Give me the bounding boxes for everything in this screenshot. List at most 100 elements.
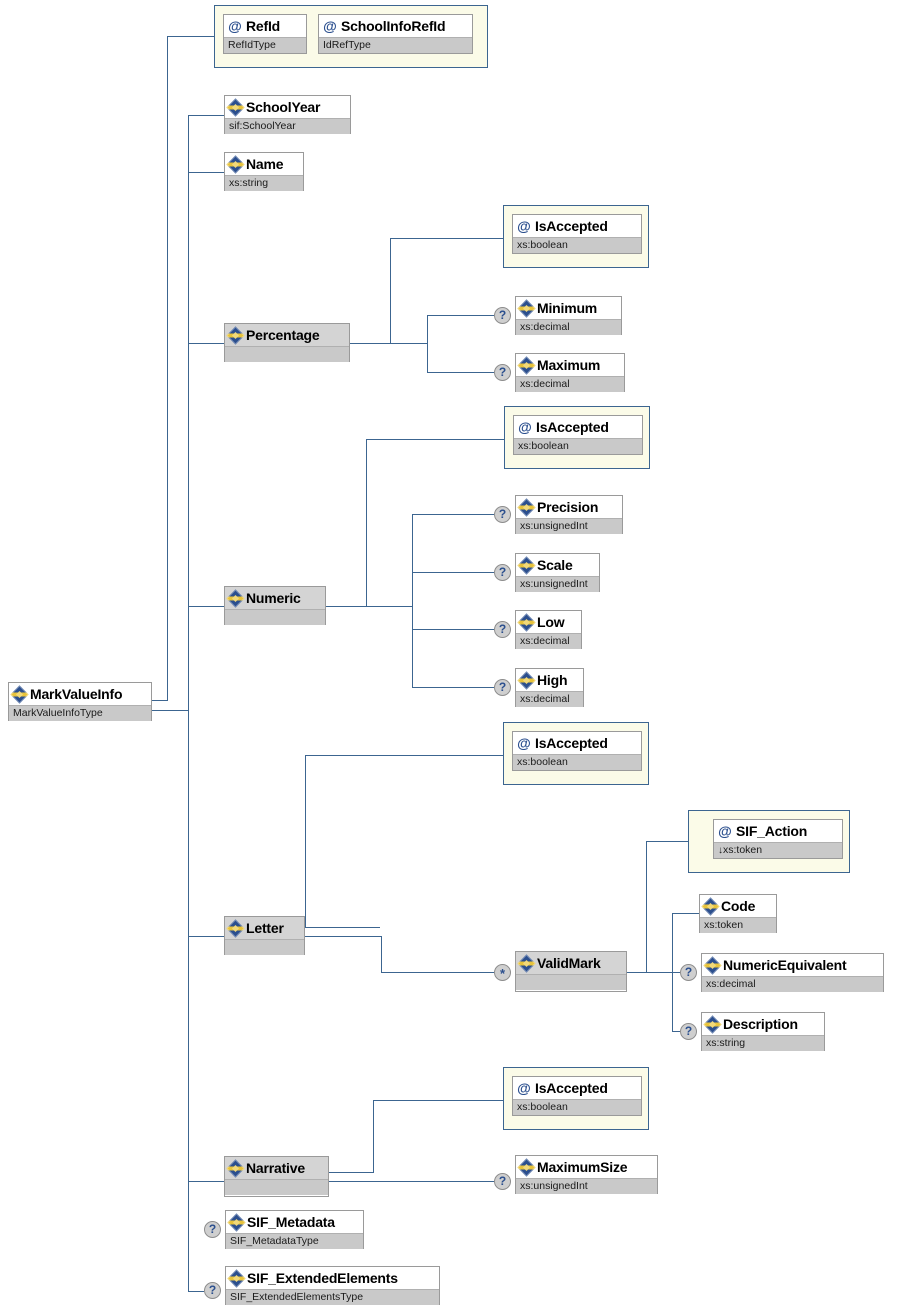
connector-attribute-trunk (167, 36, 168, 701)
node-high-label: High (537, 672, 568, 688)
connector-trunk-name (188, 172, 224, 173)
node-precision[interactable]: Precision xs:unsignedInt (515, 495, 623, 534)
connector-letter-to-validmark-a (305, 936, 381, 937)
node-numeric-isaccepted[interactable]: @ IsAccepted xs:boolean (513, 415, 643, 455)
node-sifmetadata-type: SIF_MetadataType (226, 1233, 363, 1249)
connector-narrative-attr-out (329, 1172, 373, 1173)
node-description[interactable]: Description xs:string (701, 1012, 825, 1051)
occurrence-indicator-high: ? (494, 679, 511, 696)
connector-validmark-description (672, 1031, 680, 1032)
node-numeric-isaccepted-type: xs:boolean (514, 438, 642, 454)
node-numeric-type (225, 609, 325, 625)
element-icon (517, 555, 536, 575)
node-numericequivalent-label: NumericEquivalent (723, 957, 847, 973)
node-precision-type: xs:unsignedInt (516, 518, 622, 534)
element-icon (703, 955, 722, 975)
occurrence-indicator-maximumsize: ? (494, 1173, 511, 1190)
node-validmark[interactable]: ValidMark (515, 951, 627, 992)
element-icon (227, 1212, 246, 1232)
node-maximumsize-label: MaximumSize (537, 1159, 628, 1175)
node-code[interactable]: Code xs:token (699, 894, 777, 933)
node-name-name-row: Name (225, 153, 303, 175)
node-sifextendedelements-type: SIF_ExtendedElementsType (226, 1289, 439, 1305)
node-percentage-isaccepted[interactable]: @ IsAccepted xs:boolean (512, 214, 642, 254)
node-name[interactable]: Name xs:string (224, 152, 304, 191)
node-numeric[interactable]: Numeric (224, 586, 326, 625)
node-high[interactable]: High xs:decimal (515, 668, 584, 707)
connector-root-to-element-trunk (152, 710, 189, 711)
node-schoolyear[interactable]: SchoolYear sif:SchoolYear (224, 95, 351, 134)
connector-percentage-attr-riser (390, 238, 391, 344)
node-refid[interactable]: @ RefId RefIdType (223, 14, 307, 54)
node-letter-isaccepted-label: IsAccepted (535, 735, 608, 751)
node-schoolyear-type: sif:SchoolYear (225, 118, 350, 134)
node-narrative-isaccepted-label: IsAccepted (535, 1080, 608, 1096)
attribute-group-percentage: @ IsAccepted xs:boolean (503, 205, 649, 268)
node-narrative-isaccepted[interactable]: @ IsAccepted xs:boolean (512, 1076, 642, 1116)
node-schoolyear-label: SchoolYear (246, 99, 321, 115)
connector-validmark-out (627, 972, 672, 973)
connector-numeric-precision (412, 514, 494, 515)
connector-narrative-maximumsize (329, 1181, 494, 1182)
connector-letter-to-validmark-b (381, 972, 494, 973)
node-numeric-isaccepted-name-row: @ IsAccepted (514, 416, 642, 438)
node-letter[interactable]: Letter (224, 916, 305, 955)
node-minimum-name-row: Minimum (516, 297, 621, 319)
element-icon (226, 918, 245, 938)
attribute-icon: @ (517, 218, 531, 234)
element-icon (226, 1158, 245, 1178)
node-letter-isaccepted-name-row: @ IsAccepted (513, 732, 641, 754)
connector-validmark-code (672, 913, 699, 914)
node-numeric-isaccepted-label: IsAccepted (536, 419, 609, 435)
attribute-group-validmark: @ SIF_Action ↓xs:token (688, 810, 850, 873)
node-letter-type (225, 939, 304, 955)
node-sifextendedelements[interactable]: SIF_ExtendedElements SIF_ExtendedElement… (225, 1266, 440, 1305)
node-scale[interactable]: Scale xs:unsignedInt (515, 553, 600, 592)
node-sifaction-name-row: @ SIF_Action (714, 820, 842, 842)
node-low[interactable]: Low xs:decimal (515, 610, 582, 649)
node-percentage-isaccepted-type: xs:boolean (513, 237, 641, 253)
node-letter-isaccepted-type: xs:boolean (513, 754, 641, 770)
node-sifaction-label: SIF_Action (736, 823, 808, 839)
connector-percentage-to-children (390, 343, 428, 344)
connector-numeric-children-riser (412, 514, 413, 687)
connector-percentage-children-riser (427, 315, 428, 373)
node-sifmetadata[interactable]: SIF_Metadata SIF_MetadataType (225, 1210, 364, 1249)
node-numericequivalent-type: xs:decimal (702, 976, 883, 992)
connector-trunk-percentage (188, 343, 224, 344)
node-name-label: Name (246, 156, 284, 172)
node-minimum[interactable]: Minimum xs:decimal (515, 296, 622, 335)
node-sifextendedelements-name-row: SIF_ExtendedElements (226, 1267, 439, 1289)
occurrence-indicator-numericequivalent: ? (680, 964, 697, 981)
occurrence-indicator-low: ? (494, 621, 511, 638)
node-markvalueinfo-root[interactable]: MarkValueInfo MarkValueInfoType (8, 682, 152, 721)
node-numeric-label: Numeric (246, 590, 301, 606)
node-narrative-type (225, 1179, 328, 1195)
node-numericequivalent[interactable]: NumericEquivalent xs:decimal (701, 953, 884, 992)
node-sifaction[interactable]: @ SIF_Action ↓xs:token (713, 819, 843, 859)
connector-narrative-attr-riser (373, 1100, 374, 1173)
element-icon (517, 1157, 536, 1177)
attribute-icon: @ (228, 18, 242, 34)
node-letter-name-row: Letter (225, 917, 304, 939)
occurrence-indicator-validmark: * (494, 964, 511, 981)
node-letter-label: Letter (246, 920, 284, 936)
node-percentage-type (225, 346, 349, 362)
node-maximum[interactable]: Maximum xs:decimal (515, 353, 625, 392)
node-low-name-row: Low (516, 611, 581, 633)
node-schoolinforefid-type: IdRefType (319, 37, 472, 53)
node-numeric-name-row: Numeric (225, 587, 325, 609)
node-precision-label: Precision (537, 499, 599, 515)
attribute-group-narrative: @ IsAccepted xs:boolean (503, 1067, 649, 1130)
connector-percentage-isaccepted (390, 238, 503, 239)
node-percentage[interactable]: Percentage (224, 323, 350, 362)
node-letter-isaccepted[interactable]: @ IsAccepted xs:boolean (512, 731, 642, 771)
connector-trunk-letter (188, 936, 224, 937)
node-minimum-label: Minimum (537, 300, 598, 316)
node-maximumsize[interactable]: MaximumSize xs:unsignedInt (515, 1155, 658, 1194)
element-icon (227, 1268, 246, 1288)
node-narrative[interactable]: Narrative (224, 1156, 329, 1197)
node-refid-type: RefIdType (224, 37, 306, 53)
node-schoolinforefid[interactable]: @ SchoolInfoRefId IdRefType (318, 14, 473, 54)
